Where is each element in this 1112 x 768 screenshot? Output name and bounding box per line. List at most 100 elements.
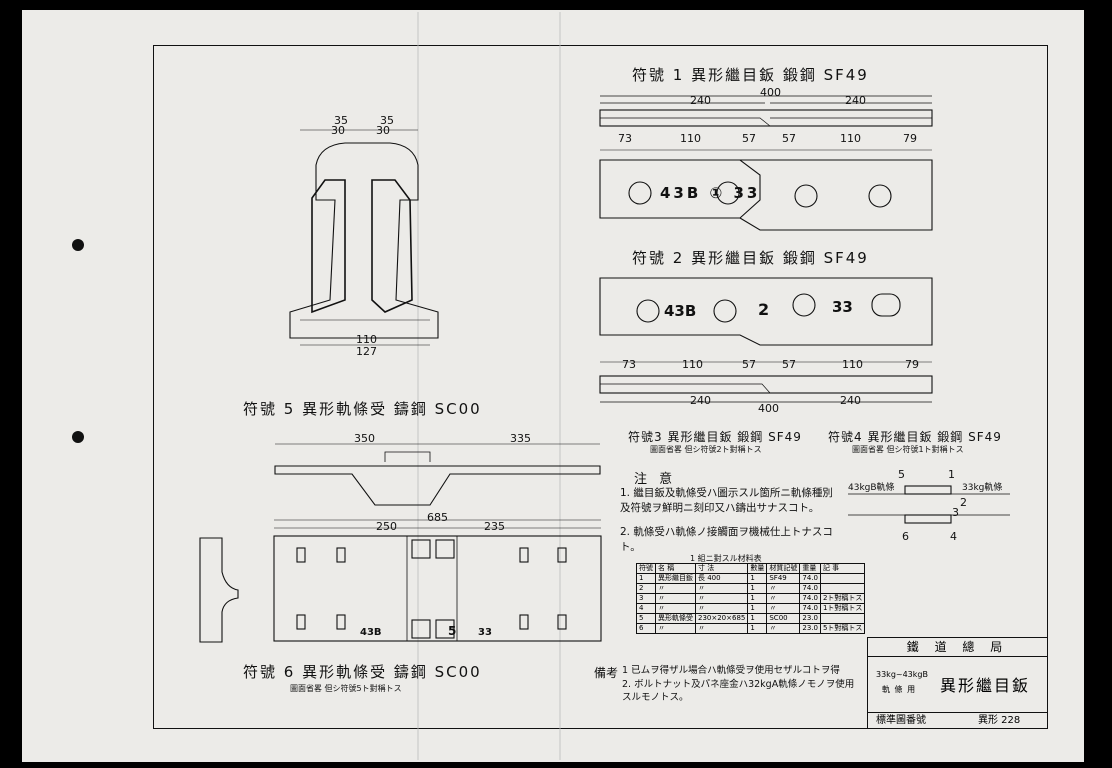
table-cell: 1	[747, 613, 768, 624]
chair5-dim: 110	[356, 333, 377, 346]
plate2-dim: 110	[842, 358, 863, 371]
chair6-stamp-right: 33	[478, 627, 492, 638]
table-header: 符號	[636, 563, 656, 574]
table-header: 寸 法	[694, 563, 749, 574]
drawing-frame	[153, 45, 1048, 729]
chair5-dim: 35	[334, 114, 348, 127]
title-block-usage: 軌 條 用	[882, 685, 917, 694]
chair6-stamp-left: 43B	[360, 627, 382, 638]
table-header: 材質記號	[766, 563, 801, 574]
table-cell: 〃	[766, 583, 801, 594]
table-row: 2〃〃1〃74.0	[636, 583, 866, 594]
plate2-dim: 240	[840, 394, 861, 407]
chair5-dim: 127	[356, 345, 377, 358]
title-block-organization: 鐵 道 總 局	[868, 638, 1047, 657]
table-header: 重量	[799, 563, 821, 574]
table-cell: 〃	[694, 603, 749, 614]
key-label: 1	[948, 468, 955, 481]
title-block-drawing-name: 異形繼目鈑	[940, 676, 1031, 695]
notes-heading: 注 意	[634, 472, 677, 487]
table-cell: 〃	[694, 583, 749, 594]
key-label: 2	[960, 496, 967, 509]
chair6-dim: 685	[427, 511, 448, 524]
table-cell: SF49	[766, 573, 801, 584]
plate1-title: 符號 1 異形繼目鈑 鍛鋼 SF49	[632, 66, 869, 84]
chair6-title: 符號 6 異形軌條受 鑄鋼 SC00	[243, 663, 482, 681]
remark-item: 2. ボルトナット及パネ座金ハ32kgA軌條ノモノヲ使用スルモノトス。	[622, 679, 855, 703]
table-cell: 5ト對稱トス	[819, 623, 866, 634]
table-cell: 74.0	[799, 573, 821, 584]
table-cell: 〃	[655, 593, 696, 604]
binder-hole-icon	[72, 239, 84, 251]
table-cell: SC00	[766, 613, 801, 624]
table-header: 名 稱	[655, 563, 696, 574]
plate1-dim: 57	[742, 132, 756, 145]
chair5-dim: 30	[376, 124, 390, 137]
table-cell: 〃	[766, 603, 801, 614]
plate1-dim-left: 240	[690, 94, 711, 107]
table-cell: 23.0	[799, 613, 821, 624]
plate2-dim: 79	[905, 358, 919, 371]
table-cell: 1ト對稱トス	[819, 603, 866, 614]
table-cell: 1	[747, 573, 768, 584]
table-cell: 74.0	[799, 583, 821, 594]
table-cell: 〃	[766, 623, 801, 634]
table-cell: 230×20×685	[694, 613, 749, 624]
table-cell: 〃	[694, 593, 749, 604]
key-label: 3	[952, 506, 959, 519]
plate4-title: 符號4 異形繼目鈑 鍛鋼 SF49	[828, 430, 1002, 444]
chair5-dim: 30	[331, 124, 345, 137]
table-cell: 〃	[655, 623, 696, 634]
table-cell: 1	[636, 573, 656, 584]
table-cell: 〃	[766, 593, 801, 604]
key-label: 6	[902, 530, 909, 543]
plate1-dim: 110	[840, 132, 861, 145]
table-cell	[819, 573, 866, 584]
plate1-dim: 57	[782, 132, 796, 145]
title-block-rail-spec: 33kg~43kgB	[876, 670, 928, 679]
chair6-dim: 350	[354, 432, 375, 445]
table-header: 數量	[747, 563, 768, 574]
materials-caption: 1 組ニ對スル材料表	[690, 554, 762, 563]
table-header: 記 事	[819, 563, 866, 574]
plate2-dim: 240	[690, 394, 711, 407]
key-rail-left: 43kgB軌條	[848, 483, 895, 493]
plate2-dim: 57	[782, 358, 796, 371]
key-label: 4	[950, 530, 957, 543]
table-header-row: 符號 名 稱 寸 法 數量 材質記號 重量 記 事	[636, 563, 866, 574]
plate3-title: 符號3 異形繼目鈑 鍛鋼 SF49	[628, 430, 802, 444]
table-cell: 1	[747, 603, 768, 614]
table-cell: 〃	[694, 623, 749, 634]
chair5-title: 符號 5 異形軌條受 鑄鋼 SC00	[243, 400, 482, 418]
table-cell: 2ト對稱トス	[819, 593, 866, 604]
plate1-dim: 73	[618, 132, 632, 145]
plate2-stamp-left: 43B	[664, 302, 697, 320]
plate4-subtitle: 圖面省畧 但シ符號1ト對稱トス	[852, 445, 964, 454]
plate1-dim-right: 240	[845, 94, 866, 107]
title-block: 鐵 道 總 局 33kg~43kgB 軌 條 用 異形繼目鈑 標準圖番號 異形 …	[867, 637, 1048, 729]
table-cell: 5	[636, 613, 656, 624]
remark-item: 1 已ムヲ得ザル場合ハ軌條受ヲ使用セザルコトヲ得	[622, 665, 840, 676]
plate1-dim-total: 400	[760, 86, 781, 99]
key-rail-right: 33kg軌條	[962, 483, 1003, 493]
table-cell: 3	[636, 593, 656, 604]
table-cell	[819, 583, 866, 594]
table-cell: 1	[747, 623, 768, 634]
plate1-stamp: 43B ① 33	[660, 184, 761, 202]
plate2-dim: 73	[622, 358, 636, 371]
plate1-dim: 110	[680, 132, 701, 145]
note-item: 1. 繼目鈑及軌條受ハ圖示スル箇所ニ軌條種別及符號ヲ鮮明ニ刻印又ハ鑄出サナスコト…	[620, 487, 833, 514]
key-label: 5	[898, 468, 905, 481]
table-cell: 異形軌條受	[655, 613, 696, 624]
plate3-subtitle: 圖面省畧 但シ符號2ト對稱トス	[650, 445, 762, 454]
table-cell: 長 400	[694, 573, 749, 584]
table-cell: 1	[747, 593, 768, 604]
plate2-stamp-num: 2	[758, 300, 770, 319]
table-cell: 2	[636, 583, 656, 594]
table-cell: 〃	[655, 583, 696, 594]
